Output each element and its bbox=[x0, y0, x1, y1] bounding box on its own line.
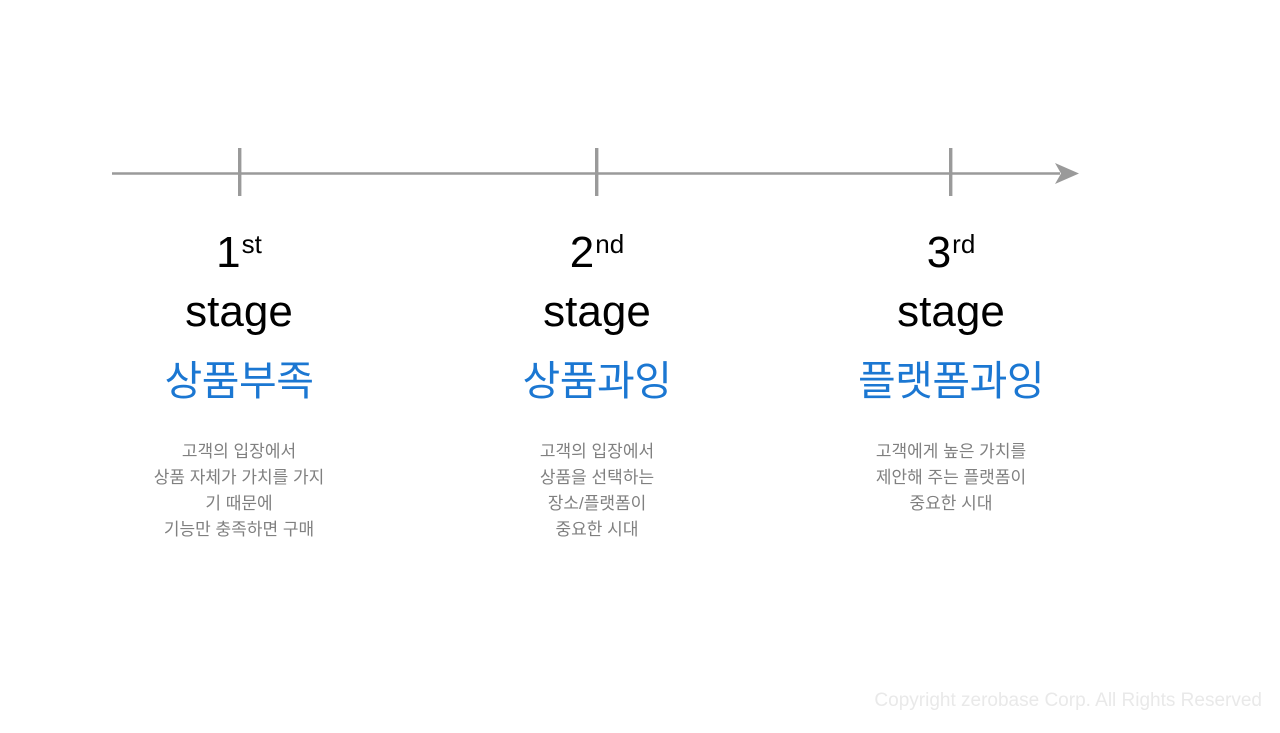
stage-3-description: 고객에게 높은 가치를 제안해 주는 플랫폼이 중요한 시대 bbox=[801, 439, 1101, 517]
stage-2-word: stage bbox=[543, 287, 651, 336]
timeline-arrow-icon bbox=[1055, 163, 1079, 184]
stage-2-description-line: 중요한 시대 bbox=[555, 520, 639, 539]
timeline-tick-2 bbox=[595, 148, 599, 196]
stage-column-2: 2nd stage 상품과잉 고객의 입장에서 상품을 선택하는 장소/플랫폼이… bbox=[447, 218, 747, 543]
timeline-tick-1 bbox=[238, 148, 242, 196]
stage-1-ordinal-suffix: st bbox=[241, 229, 262, 259]
stage-1-ordinal-number: 1 bbox=[216, 228, 241, 277]
stage-1-ordinal: 1st bbox=[89, 218, 389, 279]
stage-1-description-line: 상품 자체가 가치를 가지 bbox=[153, 468, 325, 487]
stage-3-word: stage bbox=[897, 287, 1005, 336]
stage-3-ordinal: 3rd bbox=[801, 218, 1101, 279]
stage-2-description: 고객의 입장에서 상품을 선택하는 장소/플랫폼이 중요한 시대 bbox=[447, 439, 747, 543]
stage-2-ordinal: 2nd bbox=[447, 218, 747, 279]
stage-1-word: stage bbox=[185, 287, 293, 336]
stage-2-description-line: 고객의 입장에서 bbox=[539, 442, 655, 461]
stage-1-description-line: 고객의 입장에서 bbox=[181, 442, 297, 461]
stage-3-description-line: 제안해 주는 플랫폼이 bbox=[875, 468, 1027, 487]
stage-columns: 1st stage 상품부족 고객의 입장에서 상품 자체가 가치를 가지 기 … bbox=[0, 218, 1280, 618]
footer-copyright: Copyright zerobase Corp. All Rights Rese… bbox=[874, 690, 1262, 711]
stage-3-ordinal-suffix: rd bbox=[952, 229, 976, 259]
stage-3-description-line: 고객에게 높은 가치를 bbox=[875, 442, 1027, 461]
timeline-tick-3 bbox=[949, 148, 953, 196]
stage-column-1: 1st stage 상품부족 고객의 입장에서 상품 자체가 가치를 가지 기 … bbox=[89, 218, 389, 543]
stage-1-description-line: 기 때문에 bbox=[205, 494, 273, 513]
stage-column-3: 3rd stage 플랫폼과잉 고객에게 높은 가치를 제안해 주는 플랫폼이 … bbox=[801, 218, 1101, 517]
stage-2-ordinal-number: 2 bbox=[569, 228, 595, 277]
stage-2-description-line: 장소/플랫폼이 bbox=[547, 494, 647, 513]
stage-2-title: 상품과잉 bbox=[522, 358, 672, 404]
stage-3-title: 플랫폼과잉 bbox=[857, 358, 1045, 404]
stage-1-title: 상품부족 bbox=[164, 358, 314, 404]
stage-1-description: 고객의 입장에서 상품 자체가 가치를 가지 기 때문에 기능만 충족하면 구매 bbox=[89, 439, 389, 543]
stage-3-description-line: 중요한 시대 bbox=[909, 494, 993, 513]
stage-3-ordinal-number: 3 bbox=[926, 228, 952, 277]
stage-2-ordinal-suffix: nd bbox=[595, 229, 625, 259]
stage-2-description-line: 상품을 선택하는 bbox=[539, 468, 655, 487]
stage-1-description-line: 기능만 충족하면 구매 bbox=[163, 520, 315, 539]
